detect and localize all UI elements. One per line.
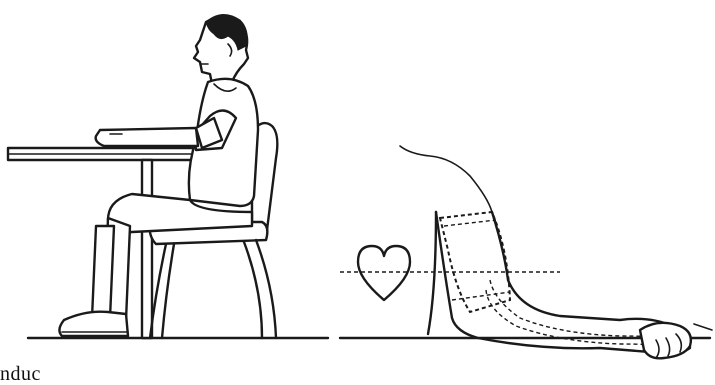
heart-icon [358,246,410,300]
seated-person-icon [59,14,258,336]
arm-cuff-icon [400,146,712,358]
cropped-caption-text: nduc [0,364,41,384]
